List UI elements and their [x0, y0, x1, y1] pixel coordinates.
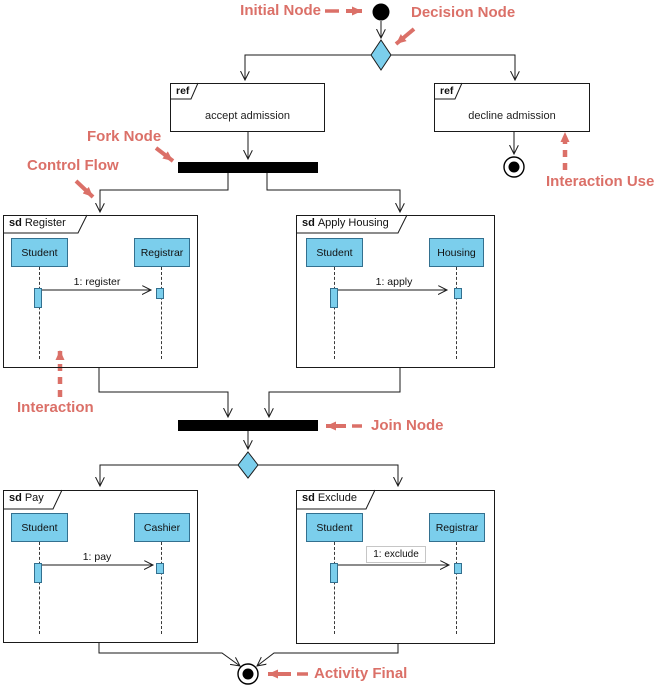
flow-decision2-to-exclude — [258, 464, 398, 486]
activation-bar — [330, 288, 338, 308]
initial-node — [372, 3, 390, 21]
flow-fork-to-apply-housing — [266, 173, 400, 212]
initial-node-annotation: Initial Node — [240, 2, 321, 19]
sd-register-tab-outline — [3, 214, 88, 234]
flow-decision2-to-pay — [100, 464, 238, 486]
lifeline — [334, 542, 335, 634]
decision-node-annotation: Decision Node — [411, 4, 516, 21]
fork-node — [178, 162, 318, 173]
frame-name: Pay — [24, 492, 44, 504]
activation-bar — [454, 563, 462, 574]
activation-bar — [454, 288, 462, 299]
frame-keyword: sd — [9, 217, 22, 229]
flow-pay-to-final — [98, 643, 240, 666]
flow-register-to-join — [98, 368, 228, 417]
lifeline-head: Student — [306, 513, 363, 542]
message-label: 1: register — [73, 276, 121, 288]
lifeline — [39, 542, 40, 634]
sd-exclude-tab-outline — [296, 489, 376, 510]
activity-final-node-2-dot — [242, 668, 254, 680]
activation-bar — [330, 563, 338, 583]
frame-keyword: sd — [302, 492, 315, 504]
message-label: 1: exclude — [366, 546, 426, 563]
flow-fork-to-register — [100, 173, 229, 212]
lifeline-head: Registrar — [429, 513, 485, 542]
lifeline-head: Housing — [429, 238, 484, 267]
activity-final-annotation: Activity Final — [314, 665, 408, 682]
frame-keyword: sd — [302, 217, 315, 229]
decision-node-2 — [237, 451, 259, 479]
lifeline-head: Student — [11, 238, 68, 267]
lifeline-head: Cashier — [134, 513, 190, 542]
ref-accept-tab-outline — [170, 82, 199, 100]
lifeline — [39, 267, 40, 359]
frame-name: Register — [24, 217, 66, 229]
decision-node — [370, 39, 392, 71]
flow-exclude-to-final — [257, 644, 399, 666]
lifeline — [161, 267, 162, 359]
interaction-use-label: decline admission — [468, 109, 556, 122]
activation-bar — [34, 563, 42, 583]
frame-tab: ref — [176, 85, 189, 97]
lifeline — [161, 542, 162, 634]
ref-frame-accept-admission: ref accept admission — [170, 83, 325, 132]
activation-bar — [34, 288, 42, 308]
frame-name: Exclude — [317, 492, 357, 504]
activity-final-node-dot — [508, 161, 520, 173]
fork-node-annotation: Fork Node — [87, 128, 162, 145]
flow-apply-housing-to-join — [269, 368, 401, 417]
lifeline-head: Registrar — [134, 238, 190, 267]
lifeline — [456, 542, 457, 634]
sd-pay-tab-outline — [3, 489, 63, 510]
message-label: 1: apply — [375, 276, 413, 288]
control-flow-annotation-arrow — [74, 179, 95, 199]
control-flow-annotation: Control Flow — [27, 157, 119, 174]
activation-bar — [156, 288, 164, 299]
flow-decision-to-decline — [391, 54, 515, 80]
activation-bar — [156, 563, 164, 574]
fork-node-annotation-arrow — [154, 146, 175, 163]
interaction-use-label: accept admission — [205, 109, 290, 122]
lifeline — [456, 267, 457, 359]
interaction-annotation: Interaction — [17, 399, 94, 416]
sd-apply-housing-tab-outline — [296, 214, 408, 234]
ref-decline-tab-outline — [434, 82, 463, 100]
message-label: 1: pay — [82, 551, 112, 563]
frame-keyword: sd — [9, 492, 22, 504]
lifeline-head: Student — [11, 513, 68, 542]
join-node — [178, 420, 318, 431]
frame-tab: ref — [440, 85, 453, 97]
join-node-annotation: Join Node — [371, 417, 444, 434]
frame-keyword: ref — [176, 85, 190, 97]
lifeline-head: Student — [306, 238, 363, 267]
frame-keyword: ref — [440, 85, 454, 97]
interaction-use-annotation: Interaction Use — [546, 173, 655, 190]
ref-frame-decline-admission: ref decline admission — [434, 83, 590, 132]
frame-name: Apply Housing — [317, 217, 389, 229]
flow-decision-to-accept — [245, 54, 371, 80]
decision-node-annotation-arrow — [394, 27, 416, 46]
lifeline — [334, 267, 335, 359]
